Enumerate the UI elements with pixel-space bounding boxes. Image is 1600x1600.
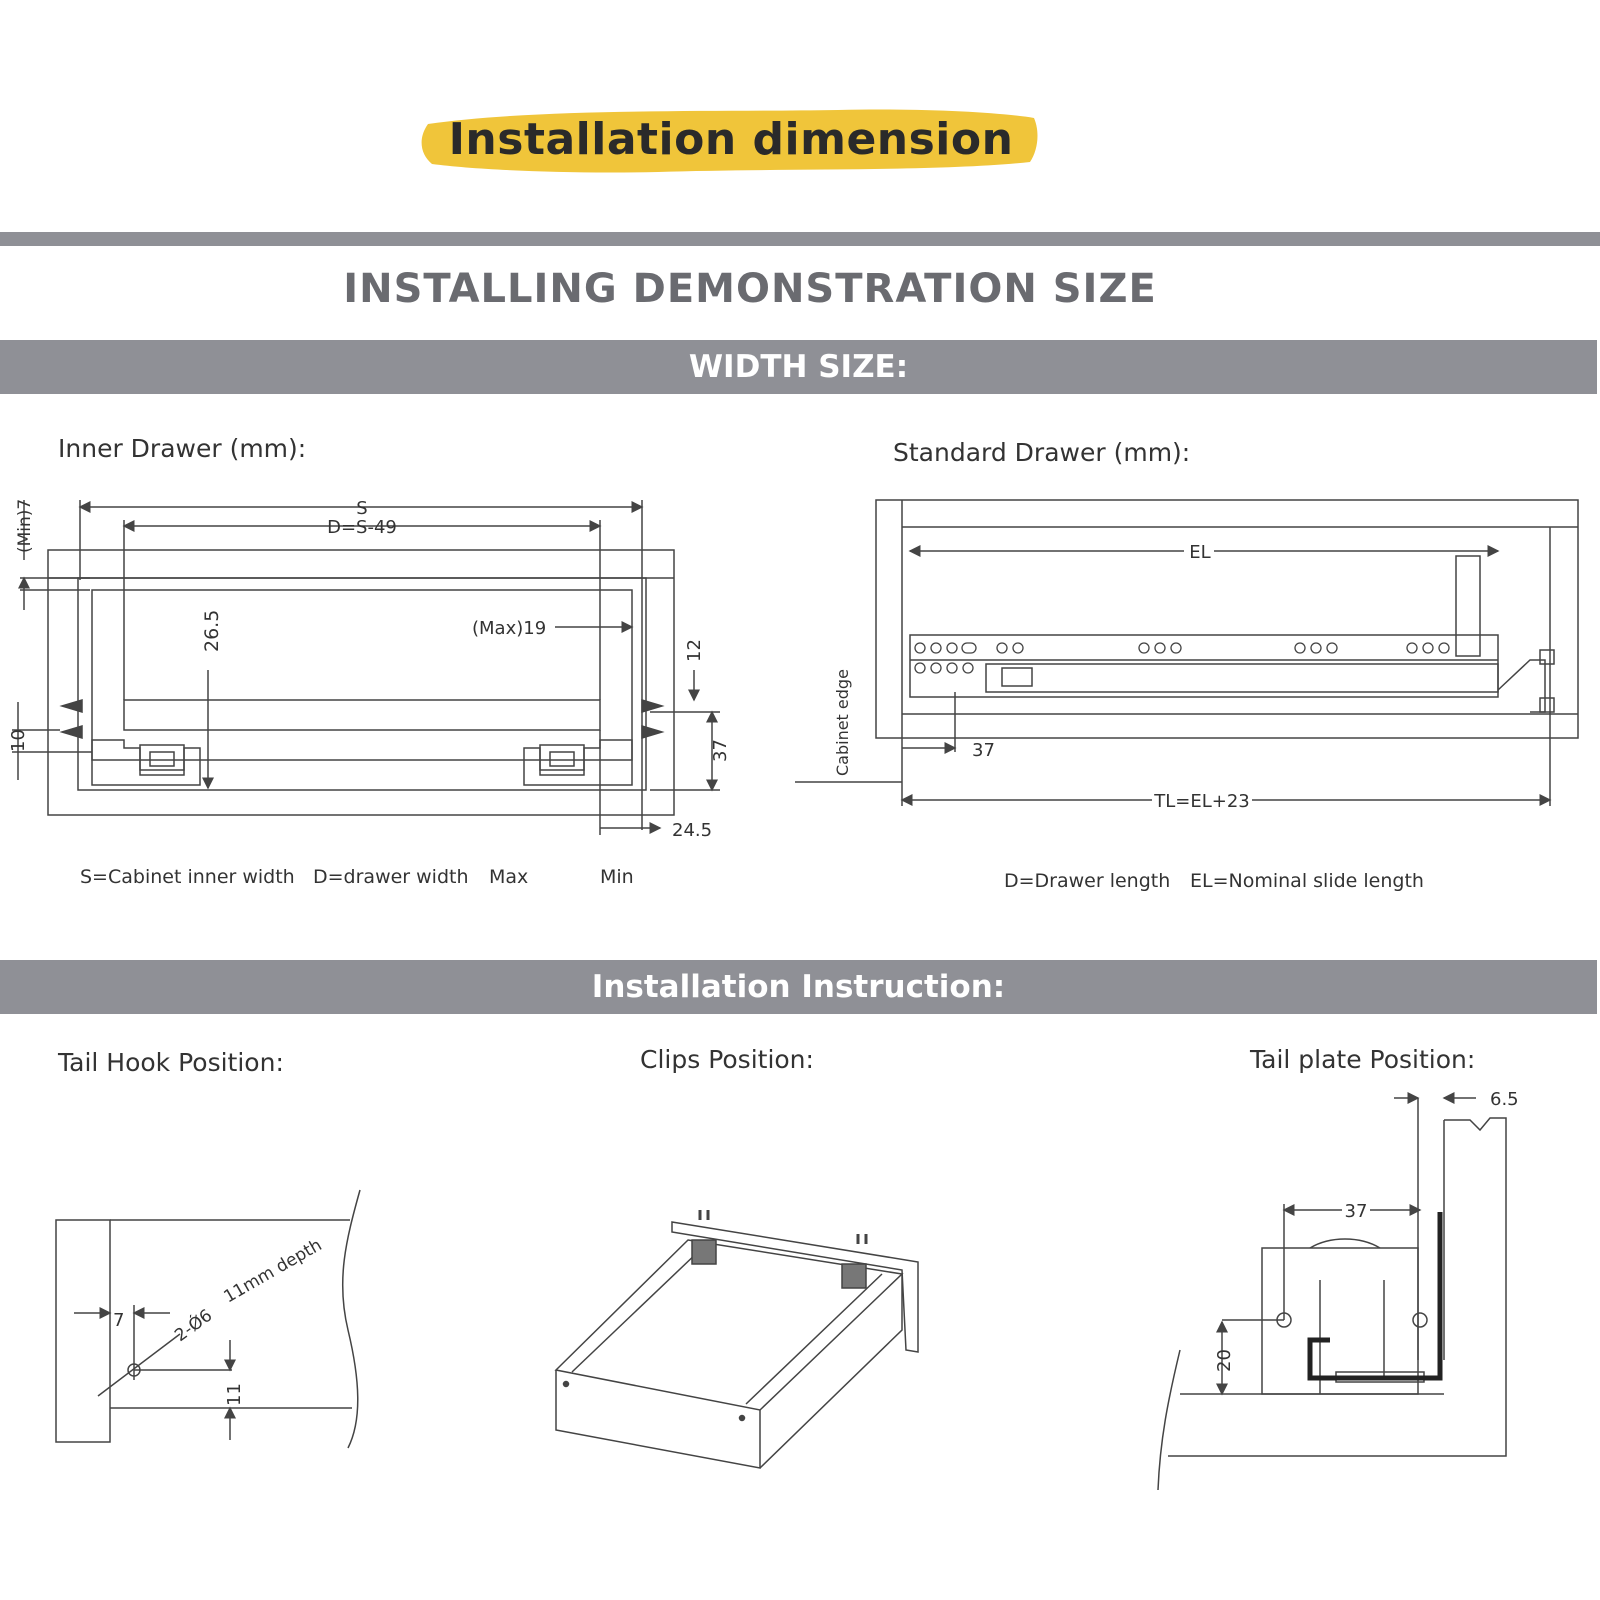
- cabinet-outline-std: [875, 499, 1579, 739]
- dim-245-text: 24.5: [672, 820, 712, 841]
- drawer-box: [91, 589, 633, 761]
- page-title: Installation dimension: [448, 113, 1014, 165]
- tail-hook-diagram: 7 2-Ǿ6 11mm depth 11: [55, 1189, 361, 1449]
- dim-37-std-text: 37: [972, 740, 995, 761]
- installation-instruction-band: Installation Instruction:: [0, 960, 1597, 1014]
- dim-min7-text: (Min)7: [15, 499, 35, 553]
- top-divider-bar: [0, 232, 1600, 246]
- dim-7-text: 7: [113, 1310, 124, 1331]
- dim-10-text: 10: [8, 729, 29, 752]
- width-size-band: WIDTH SIZE:: [0, 340, 1597, 394]
- legend-nominal-slide-length: EL=Nominal slide length: [1190, 870, 1424, 892]
- dim-11-text: 11: [224, 1383, 245, 1406]
- legend-min: Min: [600, 866, 634, 888]
- dim-37-tail-text: 37: [1345, 1201, 1368, 1222]
- rail-holes: [914, 642, 1450, 674]
- break-line: [341, 1189, 361, 1449]
- title-brush-highlight: [421, 109, 1038, 173]
- drawer-front-panel: [55, 1219, 111, 1443]
- standard-drawer-title: Standard Drawer (mm):: [893, 438, 1191, 467]
- section-heading: INSTALLING DEMONSTRATION SIZE: [343, 266, 1157, 312]
- dim-37-text: 37: [710, 739, 731, 762]
- drawer-front-board: [671, 1221, 919, 1353]
- hook-bracket: [1307, 1212, 1443, 1381]
- tail-plate: [1261, 1247, 1419, 1395]
- clip-right-icon: [841, 1263, 867, 1289]
- dim-el-text: EL: [1189, 542, 1210, 563]
- right-screws-icon: [641, 698, 665, 740]
- cabinet-side: [1168, 1117, 1507, 1457]
- legend-max: Max: [489, 866, 529, 888]
- clip-left-icon: [691, 1239, 717, 1265]
- clips-title: Clips Position:: [640, 1045, 814, 1074]
- dim-max19-text: (Max)19: [472, 618, 546, 639]
- width-size-label: WIDTH SIZE:: [688, 349, 909, 385]
- left-screws-icon: [59, 698, 83, 740]
- tail-plate-diagram: 37 6.5 20: [1157, 1089, 1519, 1491]
- legend-drawer-length: D=Drawer length: [1004, 870, 1171, 892]
- dim-s-text: S: [356, 498, 367, 519]
- dim-265-text: 26.5: [201, 610, 223, 652]
- clips-diagram: [554, 1210, 919, 1469]
- dim-12-text: 12: [684, 639, 705, 662]
- drawer-bottom: [123, 699, 601, 731]
- tail-plate-title: Tail plate Position:: [1250, 1045, 1476, 1074]
- inner-drawer-diagram: S D=S-49 (Min)7 26.5 (Max)19 12 10 37 24…: [8, 498, 731, 841]
- inner-drawer-title: Inner Drawer (mm):: [58, 434, 307, 463]
- dim-d-text: D=S-49: [327, 517, 397, 538]
- cabinet-edge-text: Cabinet edge: [833, 669, 852, 776]
- dim-tl-text: TL=EL+23: [1153, 791, 1250, 812]
- installation-instruction-label: Installation Instruction:: [591, 969, 1006, 1005]
- standard-drawer-diagram: EL 37 Cabinet edge TL=EL+23: [795, 499, 1579, 812]
- tail-hook-title: Tail Hook Position:: [58, 1048, 284, 1077]
- depth-spec-text: 11mm depth: [221, 1235, 326, 1307]
- slide-lock-icon: [1001, 667, 1033, 687]
- legend-drawer-width: D=drawer width: [313, 866, 469, 888]
- legend-cabinet-inner-width: S=Cabinet inner width: [80, 866, 295, 888]
- hole-spec-text: 2-Ǿ6: [170, 1304, 216, 1346]
- cabinet-outline: [47, 549, 675, 816]
- dim-65-text: 6.5: [1490, 1089, 1519, 1110]
- dim-20-text: 20: [1214, 1349, 1235, 1372]
- cabinet-inner: [77, 577, 647, 791]
